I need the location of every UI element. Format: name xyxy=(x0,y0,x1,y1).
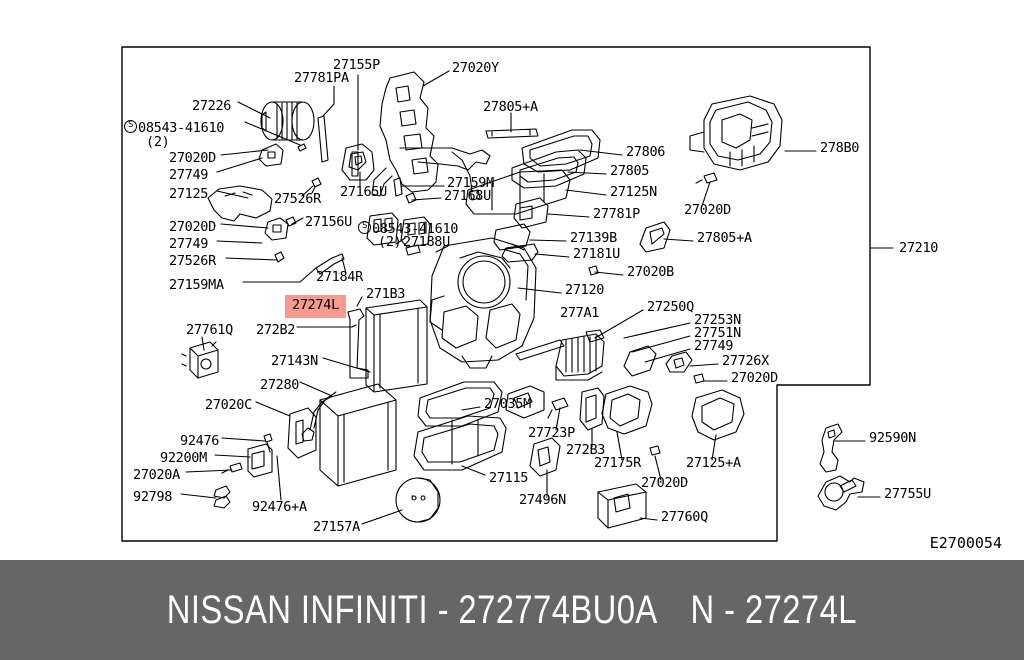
callout-27020d-mid-lower: 27020D xyxy=(641,475,688,491)
callout-27806: 27806 xyxy=(626,144,666,160)
callout-27253n: 27253N xyxy=(694,312,741,328)
callout-27805-a-center: 27805+A xyxy=(483,99,538,115)
diagram-reference-code: E2700054 xyxy=(929,534,1002,552)
callout-27188u: 27188U xyxy=(403,234,450,250)
callout-27115: 27115 xyxy=(489,470,529,486)
callout-27250q: 27250Q xyxy=(647,299,694,315)
callout-277a1: 277A1 xyxy=(560,305,600,321)
callout-272b3: 272B3 xyxy=(566,442,606,458)
callout-27280: 27280 xyxy=(260,377,300,393)
callout-27226: 27226 xyxy=(192,98,232,114)
callout-27761q: 27761Q xyxy=(186,322,233,338)
footer-reference-number: 27274L xyxy=(745,587,858,632)
callout-27020d-1: 27020D xyxy=(169,150,216,166)
callout-27156u: 27156U xyxy=(305,214,352,230)
footer-text-line: NISSAN INFINITI - 272774BU0A N - 27274L xyxy=(167,588,857,633)
footer-market-separator: - xyxy=(724,587,736,632)
callout-quantity-2-upper: (2) xyxy=(146,134,170,150)
callout-27749-1: 27749 xyxy=(169,167,209,183)
callout-27805: 27805 xyxy=(610,163,650,179)
footer-sep-2 xyxy=(449,588,459,632)
callout-27125: 27125 xyxy=(169,186,209,202)
callout-text: 08543-41610 xyxy=(138,120,225,136)
callout-27020d-right-lower: 27020D xyxy=(731,370,778,386)
callout-27751n: 27751N xyxy=(694,325,741,341)
footer-sep-3 xyxy=(715,588,725,632)
callout-27143n: 27143N xyxy=(271,353,318,369)
footer-market-prefix: N xyxy=(690,587,715,632)
callout-27020d-right-upper: 27020D xyxy=(684,202,731,218)
callout-27159m: 27159M xyxy=(447,175,494,191)
callout-27181u: 27181U xyxy=(573,246,620,262)
callout-27020b: 27020B xyxy=(627,264,674,280)
callout-27526r-2: 27526R xyxy=(169,253,216,269)
callout-27168u: 27168U xyxy=(444,188,491,204)
callout-08543-41610-lower: 08543-41610 xyxy=(358,220,459,237)
footer-content: NISSAN INFINITI - 272774BU0A N - 27274L xyxy=(0,560,1024,660)
footer-brand: NISSAN INFINITI xyxy=(166,587,429,632)
callout-271b3: 271B3 xyxy=(366,286,406,302)
callout-27020y: 27020Y xyxy=(452,60,499,76)
s-circle-icon xyxy=(358,220,371,234)
callout-27020a: 27020A xyxy=(133,467,180,483)
callout-92590n: 92590N xyxy=(869,430,916,446)
callout-27155p: 27155P xyxy=(333,57,380,73)
callout-92200m: 92200M xyxy=(160,450,207,466)
callout-27120: 27120 xyxy=(565,282,605,298)
callout-27165u: 27165U xyxy=(340,184,387,200)
callout-92476-a: 92476+A xyxy=(252,499,307,515)
callout-27805-a-right: 27805+A xyxy=(697,230,752,246)
callout-92798: 92798 xyxy=(133,489,173,505)
callout-27526r-1: 27526R xyxy=(274,191,321,207)
callout-27723p: 27723P xyxy=(528,425,575,441)
callout-27749-right: 27749 xyxy=(694,338,734,354)
footer-sep-1 xyxy=(428,588,438,632)
callout-27020c: 27020C xyxy=(205,397,252,413)
callout-27139b: 27139B xyxy=(570,230,617,246)
callout-27020d-2: 27020D xyxy=(169,219,216,235)
callout-27781p: 27781P xyxy=(593,206,640,222)
callout-27726x: 27726X xyxy=(722,353,769,369)
s-circle-icon xyxy=(124,119,137,133)
callout-27749-2: 27749 xyxy=(169,236,209,252)
footer-banner: NISSAN INFINITI - 272774BU0A N - 27274L xyxy=(0,560,1024,660)
footer-sep-4 xyxy=(736,588,746,632)
callout-27175r: 27175R xyxy=(594,455,641,471)
callout-27760q: 27760Q xyxy=(661,509,708,525)
callout-27159ma: 27159MA xyxy=(169,277,224,293)
callout-text: 08543-41610 xyxy=(372,221,459,237)
parts-diagram: 27226 08543-41610 (2) 27020D 27749 27125… xyxy=(0,0,1024,560)
callout-27157a: 27157A xyxy=(313,519,360,535)
callout-92476: 92476 xyxy=(180,433,220,449)
callout-272b2: 272B2 xyxy=(256,322,296,338)
highlighted-part-label[interactable]: 27274L xyxy=(285,295,346,318)
callout-27210: 27210 xyxy=(899,240,939,256)
callout-27125n: 27125N xyxy=(610,184,657,200)
callout-08543-41610-upper: 08543-41610 xyxy=(124,119,225,136)
callout-27184r: 27184R xyxy=(316,269,363,285)
footer-separator: - xyxy=(437,587,450,632)
footer-part-number: 272774BU0A xyxy=(458,587,658,632)
callout-27781pa: 27781PA xyxy=(294,70,349,86)
callout-27755u: 27755U xyxy=(884,486,931,502)
callout-27496n: 27496N xyxy=(519,492,566,508)
callout-27125-a: 27125+A xyxy=(686,455,741,471)
diagram-artwork xyxy=(121,46,894,542)
callout-quantity-2-lower: (2) xyxy=(378,234,402,250)
callout-27035m: 27035M xyxy=(484,396,531,412)
callout-278b0: 278B0 xyxy=(820,140,860,156)
